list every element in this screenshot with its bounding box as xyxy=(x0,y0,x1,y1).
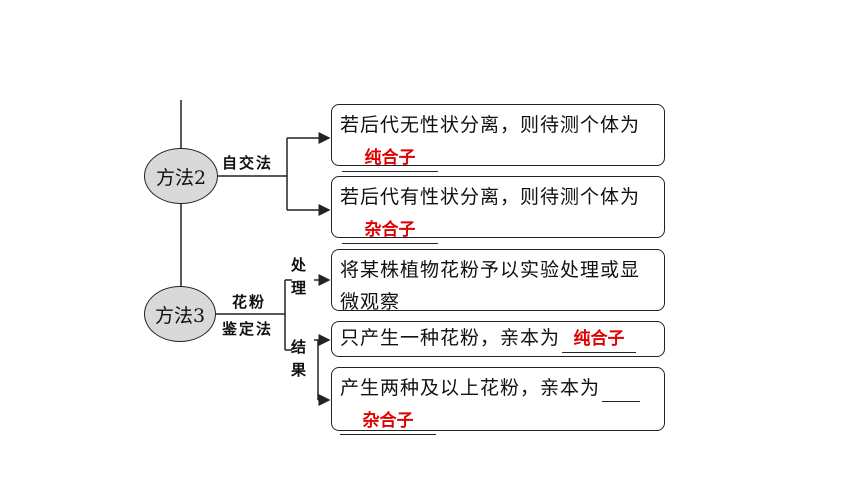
method3-branch-label-line2: 鉴定法 xyxy=(222,320,274,338)
result-box-1: 只产生一种花粉，亲本为纯合子 xyxy=(331,321,665,357)
method2-result-box-2: 若后代有性状分离，则待测个体为杂合子 xyxy=(331,176,665,244)
method2-label: 方法2 xyxy=(155,166,207,189)
process-box: 将某株植物花粉予以实验处理或显微观察 xyxy=(331,249,665,313)
method2-box2-answer: 杂合子 xyxy=(364,220,416,240)
result-box2-answer: 杂合子 xyxy=(362,411,414,431)
answer-blank: 纯合子 xyxy=(342,144,438,172)
answer-blank: 杂合子 xyxy=(340,407,436,435)
method2-result-box-1: 若后代无性状分离，则待测个体为纯合子 xyxy=(331,104,665,172)
answer-blank: 杂合子 xyxy=(342,216,438,244)
method3-branch-label-line1: 花粉 xyxy=(232,293,267,311)
result-label: 结果 xyxy=(289,339,307,385)
result-box1-answer: 纯合子 xyxy=(573,329,625,349)
result-box2-text: 产生两种及以上花粉，亲本为 xyxy=(340,377,601,399)
method3-oval: 方法3 xyxy=(144,286,216,342)
result-box1-text: 只产生一种花粉，亲本为 xyxy=(340,327,561,349)
answer-blank-short xyxy=(602,375,641,402)
process-label: 处理 xyxy=(289,257,307,303)
result-box-2: 产生两种及以上花粉，亲本为 杂合子 xyxy=(331,367,665,435)
method2-branch-label: 自交法 xyxy=(222,154,274,172)
method2-box1-text: 若后代无性状分离，则待测个体为 xyxy=(340,114,641,136)
method3-label: 方法3 xyxy=(154,304,206,327)
method2-oval: 方法2 xyxy=(144,148,218,204)
answer-blank: 纯合子 xyxy=(562,325,637,353)
method2-box1-answer: 纯合子 xyxy=(364,148,416,168)
process-box-text: 将某株植物花粉予以实验处理或显微观察 xyxy=(340,259,641,313)
method2-box2-text: 若后代有性状分离，则待测个体为 xyxy=(340,186,641,208)
